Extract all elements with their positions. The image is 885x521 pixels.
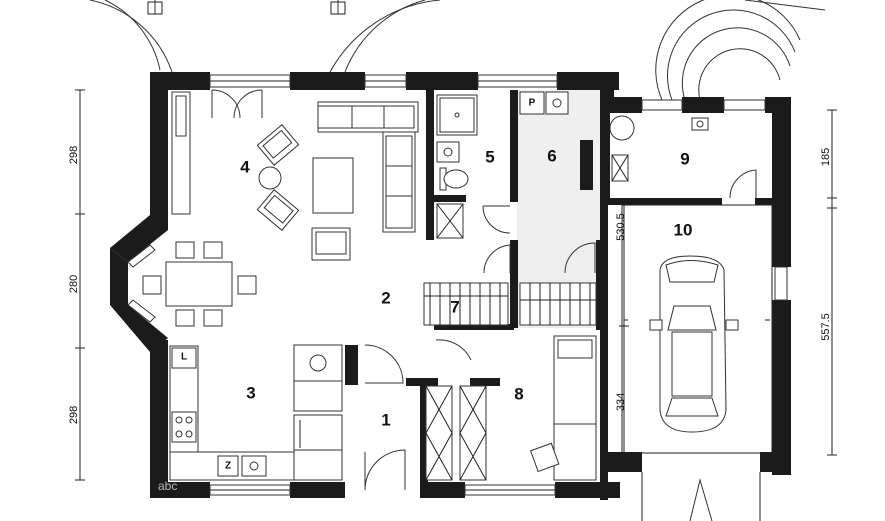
dimension-garage-upper: 530.5 — [615, 213, 627, 241]
boiler-label: P — [529, 98, 536, 109]
garage-upper-fixtures — [609, 115, 709, 182]
dimension-left-bottom: 298 — [68, 406, 80, 424]
room-number-2: 2 — [381, 288, 390, 307]
sink-label: Z — [225, 461, 231, 472]
bedroom-furniture — [425, 335, 597, 481]
room-number-10: 10 — [674, 220, 693, 239]
driveway — [641, 472, 761, 521]
room-number-4: 4 — [240, 157, 250, 176]
room-number-6: 6 — [547, 146, 556, 165]
room-number-5: 5 — [485, 147, 494, 166]
dining-set — [142, 241, 257, 327]
kitchen-fixtures: L Z — [169, 344, 343, 481]
dimension-left-mid: 280 — [68, 275, 80, 293]
room-number-1: 1 — [381, 410, 390, 429]
dimension-right-top: 185 — [820, 148, 832, 166]
watermark: abc — [158, 479, 177, 493]
dimension-left-top: 298 — [68, 146, 80, 164]
walls — [110, 72, 791, 500]
room-number-8: 8 — [514, 384, 523, 403]
dimension-right-main: 557.5 — [820, 313, 832, 341]
kitchen-label: L — [181, 352, 187, 363]
bathroom-fixtures — [436, 94, 478, 239]
utility-fixtures: P — [519, 91, 569, 115]
stairs — [423, 282, 597, 326]
living-room-furniture — [171, 91, 419, 261]
room-number-7: 7 — [450, 297, 459, 316]
dimension-lines — [75, 89, 837, 481]
windows — [127, 74, 788, 496]
room-number-3: 3 — [246, 383, 255, 402]
garden-arcs — [89, 0, 826, 101]
car — [621, 204, 773, 454]
doors — [211, 89, 757, 491]
dimension-garage-lower: 334 — [615, 393, 627, 411]
room-number-9: 9 — [680, 149, 689, 168]
